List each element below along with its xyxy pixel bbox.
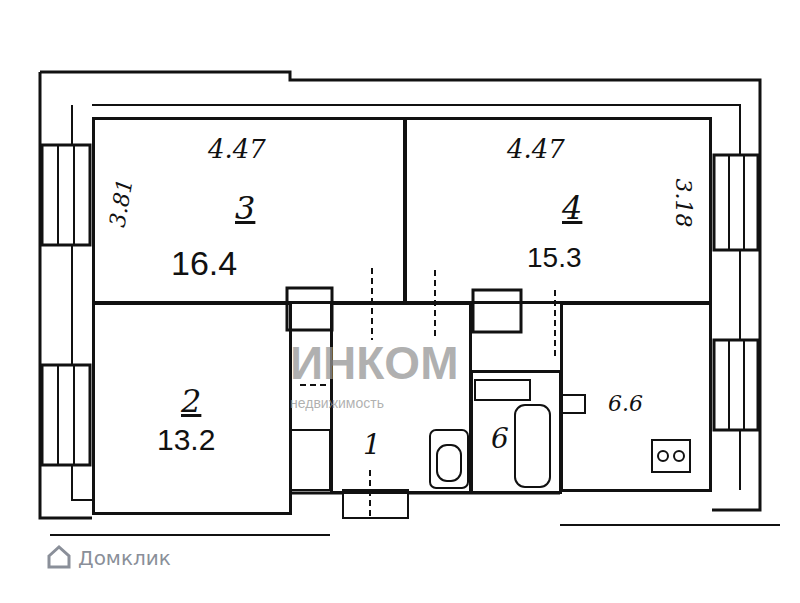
room-label: 4.47 (208, 136, 266, 162)
dimension: 3.18 (672, 179, 694, 228)
window (714, 155, 758, 250)
room-area: 13.2 (157, 425, 215, 455)
stove-column (473, 290, 521, 332)
window (42, 145, 90, 245)
room-label: 4.47 (507, 136, 565, 162)
outer-wall (40, 72, 760, 510)
door-line (369, 470, 371, 520)
room-label: 4 (562, 192, 582, 224)
window (42, 365, 90, 465)
outer-wall (50, 534, 330, 536)
window (714, 340, 758, 430)
entrance (343, 490, 408, 518)
room: 4.47 3.18 4 15.3 (404, 117, 712, 304)
dimension: 3.81 (106, 177, 136, 229)
door-line (554, 290, 556, 360)
bathtub (515, 405, 550, 487)
room: 4.47 3.81 3 16.4 (92, 117, 406, 304)
room-area: 16.4 (171, 246, 237, 280)
kitchen-sink (560, 395, 585, 413)
room-area: 15.3 (527, 244, 582, 272)
stove-column (287, 288, 332, 330)
door-line (434, 270, 436, 340)
outer-wall (40, 72, 92, 518)
bathroom: 6 (470, 370, 562, 494)
logo-text: Домклик (78, 548, 171, 568)
watermark: недвижимость (290, 396, 384, 410)
room: 213.2 (92, 302, 292, 515)
room-label: 6 (491, 425, 509, 453)
watermark: ИНКОМ (290, 340, 458, 386)
room-label: 3 (235, 192, 255, 224)
kitchen: 6.6 (560, 302, 712, 492)
kitchen-stove (652, 440, 690, 472)
room-label: 2 (181, 385, 201, 417)
room-label: 6.6 (608, 393, 643, 415)
inner-wall (92, 105, 740, 490)
toilet (430, 430, 468, 488)
sink (475, 380, 530, 400)
closet (290, 430, 330, 490)
logo-icon (46, 544, 72, 570)
room-label: 1 (363, 431, 381, 459)
outer-wall (560, 524, 780, 526)
